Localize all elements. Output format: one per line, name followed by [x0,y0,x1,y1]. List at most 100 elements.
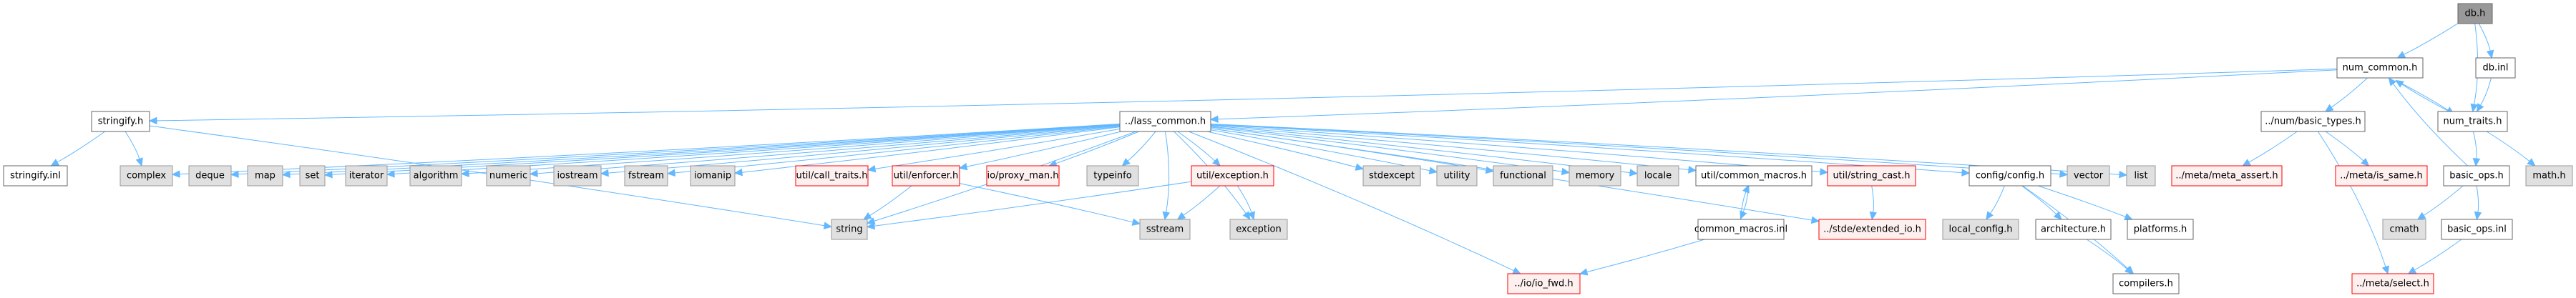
node-typeinfo[interactable]: typeinfo [1086,165,1139,187]
node-cmath[interactable]: cmath [2382,219,2426,240]
node-num-common-h[interactable]: num_common.h [2336,57,2424,79]
node-stringify-h[interactable]: stringify.h [91,111,150,132]
node-box[interactable] [2475,57,2516,79]
node-box[interactable] [2126,165,2156,187]
node-box[interactable] [486,165,531,187]
node-box[interactable] [1436,165,1478,187]
node-memory[interactable]: memory [1568,165,1621,187]
node-list[interactable]: list [2126,165,2156,187]
node-vector[interactable]: vector [2067,165,2110,187]
node-box[interactable] [345,165,388,187]
node-select-h[interactable]: ../meta/select.h [2351,273,2434,294]
node-box[interactable] [986,165,1060,187]
node-box[interactable] [2525,165,2573,187]
node-is-same-h[interactable]: ../meta/is_same.h [2335,165,2428,187]
node-box[interactable] [2441,219,2513,240]
node-iterator[interactable]: iterator [345,165,388,187]
node-box[interactable] [2067,165,2110,187]
node-stringify-inl[interactable]: stringify.inl [3,165,68,187]
node-box[interactable] [2260,111,2366,132]
node-num-traits-h[interactable]: num_traits.h [2437,111,2508,132]
node-box[interactable] [1139,219,1191,240]
node-box[interactable] [2382,219,2426,240]
node-exception[interactable]: exception [1229,219,1288,240]
node-db-h[interactable]: db.h [2457,3,2493,24]
node-basic-types-h[interactable]: ../num/basic_types.h [2260,111,2366,132]
node-box[interactable] [1827,165,1916,187]
node-box[interactable] [91,111,150,132]
node-box[interactable] [690,165,736,187]
node-iomanip[interactable]: iomanip [690,165,736,187]
node-box[interactable] [299,165,326,187]
node-box[interactable] [1507,273,1581,294]
node-lass-common-h[interactable]: ../lass_common.h [1119,111,1211,132]
node-box[interactable] [1695,165,1813,187]
node-locale[interactable]: locale [1636,165,1679,187]
node-box[interactable] [1086,165,1139,187]
node-math-h[interactable]: math.h [2525,165,2573,187]
node-io-fwd-h[interactable]: ../io/io_fwd.h [1507,273,1581,294]
node-box[interactable] [2112,273,2180,294]
node-string[interactable]: string [831,219,868,240]
node-box[interactable] [1568,165,1621,187]
node-numeric[interactable]: numeric [486,165,531,187]
node-set[interactable]: set [299,165,326,187]
node-platforms-h[interactable]: platforms.h [2127,219,2194,240]
node-box[interactable] [2127,219,2194,240]
node-box[interactable] [2443,165,2510,187]
node-common-macros-h[interactable]: util/common_macros.h [1695,165,1813,187]
node-basic-ops-inl[interactable]: basic_ops.inl [2441,219,2513,240]
node-stdexcept[interactable]: stdexcept [1362,165,1421,187]
node-box[interactable] [1493,165,1553,187]
node-box[interactable] [1191,165,1274,187]
node-box[interactable] [1968,165,2051,187]
node-box[interactable] [624,165,668,187]
node-box[interactable] [1362,165,1421,187]
node-box[interactable] [188,165,232,187]
node-box[interactable] [247,165,283,187]
node-box[interactable] [1119,111,1211,132]
node-common-macros-inl[interactable]: common_macros.inl [1694,219,1787,240]
node-box[interactable] [1818,219,1926,240]
node-architecture-h[interactable]: architecture.h [2035,219,2112,240]
node-box[interactable] [2035,219,2112,240]
node-box[interactable] [1229,219,1288,240]
node-config-h[interactable]: config/config.h [1968,165,2051,187]
node-box[interactable] [892,165,960,187]
node-box[interactable] [2336,57,2424,79]
node-functional[interactable]: functional [1493,165,1553,187]
node-string-cast-h[interactable]: util/string_cast.h [1827,165,1916,187]
node-map[interactable]: map [247,165,283,187]
node-box[interactable] [2171,165,2283,187]
node-complex[interactable]: complex [119,165,173,187]
node-sstream[interactable]: sstream [1139,219,1191,240]
node-box[interactable] [2457,3,2493,24]
node-meta-assert-h[interactable]: ../meta/meta_assert.h [2171,165,2283,187]
node-algorithm[interactable]: algorithm [409,165,462,187]
node-box[interactable] [1697,219,1785,240]
node-box[interactable] [831,219,868,240]
node-compilers-h[interactable]: compilers.h [2112,273,2180,294]
node-iostream[interactable]: iostream [553,165,602,187]
node-local-config-h[interactable]: local_config.h [1942,219,2019,240]
node-box[interactable] [2335,165,2428,187]
node-enforcer-h[interactable]: util/enforcer.h [892,165,960,187]
node-extended-io-h[interactable]: ../stde/extended_io.h [1818,219,1926,240]
node-basic-ops-h[interactable]: basic_ops.h [2443,165,2510,187]
node-box[interactable] [2437,111,2508,132]
node-box[interactable] [1636,165,1679,187]
node-box[interactable] [1942,219,2019,240]
node-fstream[interactable]: fstream [624,165,668,187]
node-box[interactable] [795,165,869,187]
node-exception-h[interactable]: util/exception.h [1191,165,1274,187]
node-box[interactable] [553,165,602,187]
node-deque[interactable]: deque [188,165,232,187]
node-db-inl[interactable]: db.inl [2475,57,2516,79]
node-proxy-man-h[interactable]: io/proxy_man.h [986,165,1060,187]
node-box[interactable] [3,165,68,187]
node-box[interactable] [2351,273,2434,294]
node-call-traits-h[interactable]: util/call_traits.h [795,165,869,187]
node-box[interactable] [119,165,173,187]
node-box[interactable] [409,165,462,187]
node-utility[interactable]: utility [1436,165,1478,187]
